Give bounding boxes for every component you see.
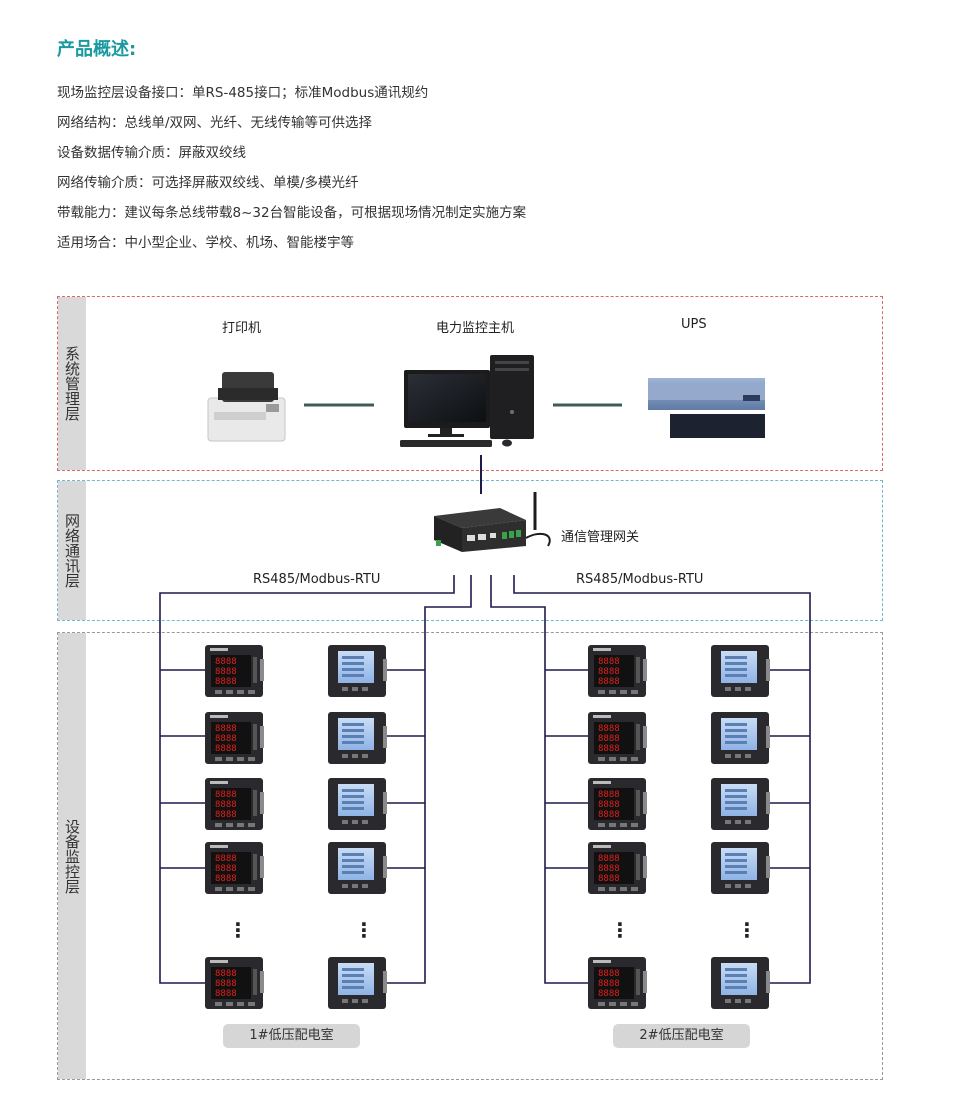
feature-item: 网络结构：总线单/双网、光纤、无线传输等可供选择: [57, 115, 373, 131]
ellipsis-marker: ⋮: [610, 918, 630, 942]
layer-side-label: 网络通讯层: [58, 481, 86, 620]
layer-title-network: 网络通讯层: [63, 513, 81, 588]
feature-list: 现场监控层设备接口：单RS-485接口；标准Modbus通讯规约 网络结构：总线…: [57, 78, 526, 258]
feature-item: 网络传输介质：可选择屏蔽双绞线、单模/多模光纤: [57, 175, 359, 191]
led-meter-icon: [205, 712, 264, 764]
printer-icon: [207, 372, 286, 442]
lcd-meter-icon: [328, 957, 387, 1009]
lcd-meter-icon: [711, 842, 770, 894]
led-meter-icon: [588, 778, 647, 830]
led-meter-icon: [205, 842, 264, 894]
ellipsis-marker: ⋮: [354, 918, 374, 942]
lcd-meter-icon: [711, 957, 770, 1009]
ups-label: UPS: [681, 317, 707, 332]
layer-side-label: 系统管理层: [58, 297, 86, 470]
led-meter-icon: [205, 778, 264, 830]
lcd-meter-icon: [328, 842, 387, 894]
led-meter-icon: [588, 712, 647, 764]
host-label: 电力监控主机: [436, 321, 515, 336]
system-management-layer: 系统管理层: [57, 296, 883, 471]
led-meter-icon: [205, 645, 264, 697]
gateway-icon: [434, 492, 551, 552]
lcd-meter-icon: [711, 712, 770, 764]
device-monitoring-layer: 设备监控层: [57, 632, 883, 1080]
feature-item: 带载能力：建议每条总线带载8~32台智能设备，可根据现场情况制定实施方案: [57, 205, 527, 221]
bus-label-left: RS485/Modbus-RTU: [253, 572, 381, 587]
layer-title-system: 系统管理层: [63, 346, 81, 421]
printer-label: 打印机: [222, 321, 262, 336]
lcd-meter-icon: [328, 778, 387, 830]
layer-title-device: 设备监控层: [63, 818, 81, 894]
network-communication-layer: 网络通讯层: [57, 480, 883, 621]
page-title: 产品概述:: [57, 39, 137, 60]
led-meter-icon: [588, 957, 647, 1009]
led-meter-icon: [588, 645, 647, 697]
ups-icon: [648, 378, 765, 438]
feature-item: 设备数据传输介质：屏蔽双绞线: [57, 145, 246, 161]
lcd-meter-icon: [328, 645, 387, 697]
ellipsis-marker: ⋮: [228, 918, 248, 942]
bus-label-right: RS485/Modbus-RTU: [576, 572, 704, 587]
feature-item: 现场监控层设备接口：单RS-485接口；标准Modbus通讯规约: [57, 85, 429, 101]
feature-item: 适用场合：中小型企业、学校、机场、智能楼宇等: [57, 235, 354, 251]
layer-side-label: 设备监控层: [58, 633, 86, 1079]
gateway-label: 通信管理网关: [561, 530, 640, 545]
lcd-meter-icon: [328, 712, 387, 764]
lcd-meter-icon: [711, 645, 770, 697]
lcd-meter-icon: [711, 778, 770, 830]
room-label: 1#低压配电室: [223, 1024, 360, 1048]
rs485-bus-lines: [159, 575, 811, 984]
led-meter-icon: [205, 957, 264, 1009]
computer-icon: [400, 355, 534, 447]
room-label: 2#低压配电室: [613, 1024, 750, 1048]
led-meter-icon: [588, 842, 647, 894]
ellipsis-marker: ⋮: [737, 918, 757, 942]
